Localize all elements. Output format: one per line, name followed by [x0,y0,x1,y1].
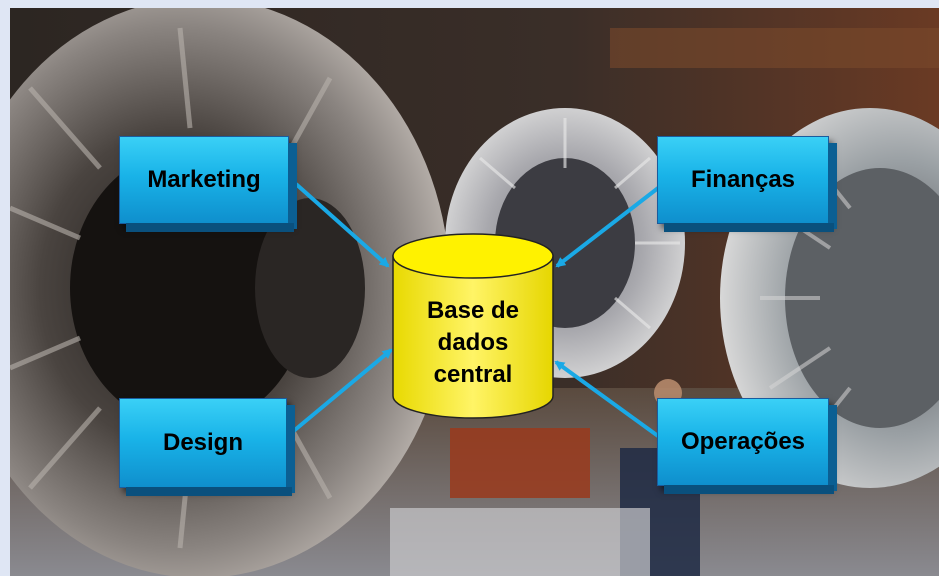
node-design: Design [119,398,295,496]
database-cylinder [392,233,554,419]
node-financas: Finanças [657,136,837,232]
arrow-operacoes-to-database [554,360,660,438]
arrow-financas-to-database [555,183,664,268]
node-marketing: Marketing [119,136,297,232]
arrow-marketing-to-database [294,182,390,268]
node-design-label: Design [162,429,243,456]
node-marketing-label: Marketing [147,166,261,193]
database-label-line2: dados [437,329,509,356]
node-operacoes-label: Operações [680,428,806,455]
arrow-design-to-database [288,348,393,436]
database-label: Base de dados central [393,295,553,391]
database-label-line1: Base de [426,297,520,324]
database-label-line3: central [433,361,513,388]
node-financas-label: Finanças [690,166,796,193]
node-operacoes: Operações [657,398,837,494]
